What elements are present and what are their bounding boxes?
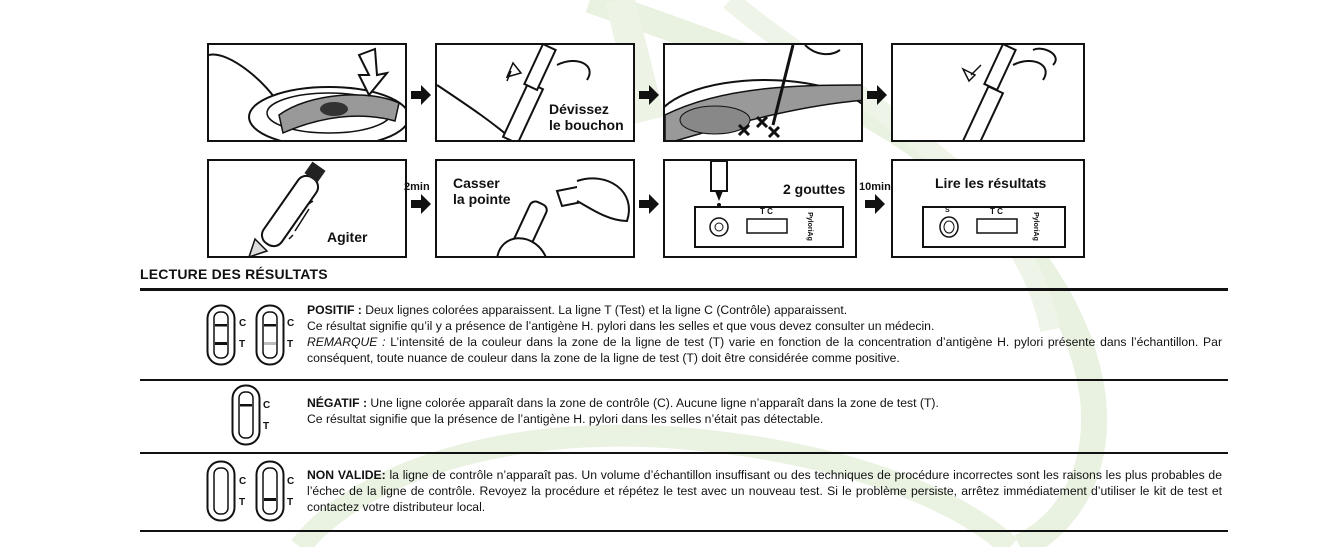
tube-shake-illustration [248,161,326,256]
result-invalid: NON VALIDE: la ligne de contrôle n’appar… [307,468,1222,514]
toilet-illustration [209,47,405,140]
divider [140,530,1228,532]
step-two-drops: 2 gouttes T C PyloriAg [663,159,857,258]
break-tip-illustration [496,177,630,256]
step-break-tip: Casser la pointe [435,159,635,258]
cassette-window-marks: T C [990,207,1003,216]
positive-strip-strong [206,304,236,366]
positive-line1: POSITIF : Deux lignes colorées apparaiss… [307,303,848,317]
cassette-sample-mark: S [945,207,950,214]
positive-remark: REMARQUE : L’intensité de la couleur dan… [307,335,1222,365]
step-read-results: Lire les résultats S T C PyloriAg [891,159,1085,258]
remark-label: REMARQUE : [307,335,386,349]
break-tip-label: Casser la pointe [453,175,511,207]
invalid-strip-empty [206,460,236,522]
section-title: LECTURE DES RÉSULTATS [140,266,328,282]
step-sample-collection [663,43,863,142]
wait-time-2min: 2min [404,181,430,193]
wait-time-10min: 10min [859,181,891,193]
arrow-right-icon [639,194,659,214]
cassette-window-marks: T C [760,207,773,216]
divider [140,379,1228,381]
step-shake: Agiter [207,159,407,258]
read-results-label: Lire les résultats [935,175,1047,191]
strip-letter-t: T [263,421,270,432]
arrow-right-icon [411,85,431,105]
strip-letter-t: T [239,497,246,508]
strip-letter-t: T [287,339,294,350]
invalid-strip-test-only [255,460,285,522]
arrow-right-icon [639,85,659,105]
drops-label: 2 gouttes [783,181,846,197]
cassette-brand-text: PyloriAg [1031,212,1039,241]
tube-unscrew-illustration [437,45,591,140]
strip-letter-c: C [287,318,295,329]
strip-letter-c: C [239,318,247,329]
positive-strip-faint [255,304,285,366]
step-unscrew-cap: Dévissez le bouchon [435,43,635,142]
step-stool-collection [207,43,407,142]
divider [140,452,1228,454]
negative-strip [231,384,261,446]
strip-letter-t: T [287,497,294,508]
result-positive: POSITIF : Deux lignes colorées apparaiss… [307,302,1222,366]
tube-insert-illustration [961,45,1057,140]
positive-heading: POSITIF : [307,303,362,317]
step-insert-stick [891,43,1085,142]
strip-letter-c: C [239,476,247,487]
invalid-heading: NON VALIDE: [307,468,386,482]
cassette-brand-text: PyloriAg [805,212,813,241]
read-cassette-illustration [922,206,1066,248]
positive-line2: Ce résultat signifie qu’il y a présence … [307,319,935,333]
strip-letter-c: C [287,476,295,487]
arrow-right-icon [411,194,431,214]
unscrew-label: Dévissez le bouchon [549,101,624,133]
negative-heading: NÉGATIF : [307,396,368,410]
divider [140,288,1228,291]
strip-letter-c: C [263,400,271,411]
drops-cassette-illustration [694,161,844,248]
result-negative: NÉGATIF : Une ligne colorée apparaît dan… [307,395,1222,427]
arrow-right-icon [867,85,887,105]
arrow-right-icon [865,194,885,214]
negative-line2: Ce résultat signifie que la présence de … [307,412,824,426]
shake-label: Agiter [327,229,368,245]
sample-stick-illustration [665,45,861,140]
negative-line1: NÉGATIF : Une ligne colorée apparaît dan… [307,396,939,410]
strip-letter-t: T [239,339,246,350]
